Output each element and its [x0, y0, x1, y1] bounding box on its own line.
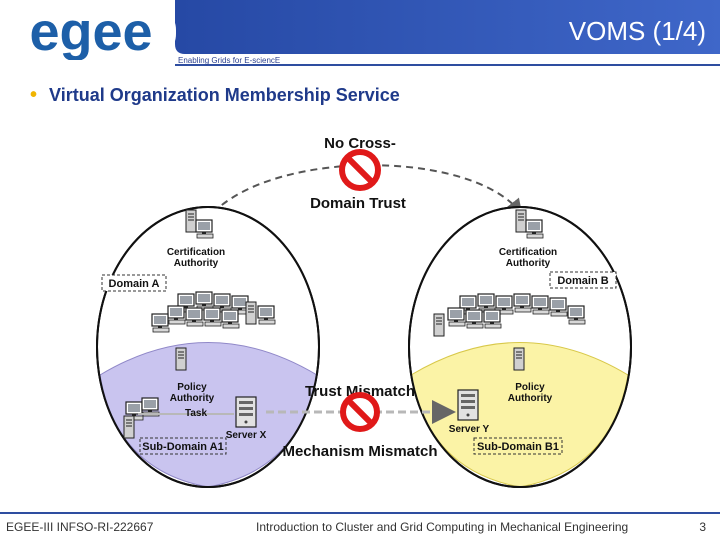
mechanism-mismatch-label: Mechanism Mismatch	[282, 443, 437, 460]
footer-page-number: 3	[699, 520, 706, 534]
domain-b-label: Domain B	[557, 275, 608, 287]
ca-tower-icon-b	[515, 209, 527, 233]
pc-icon	[447, 307, 466, 327]
tagline: Enabling Grids for E-sciencE	[178, 56, 281, 65]
pa-tower-icon-b	[513, 347, 525, 371]
pc-icon	[203, 307, 222, 327]
domain-a-box	[101, 274, 167, 292]
footer-project-id: EGEE-III INFSO-RI-222667	[6, 520, 154, 534]
sub-domain-a1-label: Sub-Domain A1	[142, 441, 224, 453]
pc-icon	[549, 297, 568, 317]
slide-title: VOMS (1/4)	[568, 16, 706, 46]
slide-header: egee Enabling Grids for E-sciencE VOMS (…	[0, 0, 720, 66]
sub-domain-b1-label: Sub-Domain B1	[477, 441, 559, 453]
pc-icon	[151, 313, 170, 333]
ca-a-line1: Certification	[167, 247, 225, 258]
pa-a-line1: Policy	[177, 382, 207, 393]
tower-icon	[123, 415, 135, 439]
trust-mismatch-label: Trust Mismatch	[305, 383, 415, 400]
pc-icon	[513, 293, 532, 313]
pc-icon	[531, 295, 550, 315]
pc-icon	[483, 309, 502, 329]
pc-icon	[195, 291, 214, 311]
tower-icon	[433, 313, 445, 337]
footer-course-title: Introduction to Cluster and Grid Computi…	[256, 520, 629, 534]
sub-domain-a1-box	[139, 437, 227, 455]
ca-b-line2: Authority	[506, 258, 551, 269]
slide-footer: EGEE-III INFSO-RI-222667 Introduction to…	[0, 512, 720, 540]
voms-diagram: No Cross- Domain Trust Certification Aut…	[96, 135, 632, 488]
pc-icon	[257, 305, 276, 325]
sub-domain-b1-box	[473, 437, 563, 455]
domain-a-label: Domain A	[109, 278, 160, 290]
bullet-icon: •	[30, 84, 38, 106]
pc-icon	[567, 305, 586, 325]
server-x-icon	[235, 396, 257, 428]
ca-a-line2: Authority	[174, 258, 219, 269]
pc-icon	[465, 309, 484, 329]
bullet-item: • Virtual Organization Membership Service	[30, 84, 400, 107]
bullet-text: Virtual Organization Membership Service	[49, 85, 400, 105]
footer-divider	[0, 512, 720, 514]
ca-tower-icon-a	[185, 209, 197, 233]
tower-icon	[245, 301, 257, 325]
pc-icon	[167, 305, 186, 325]
no-cross-label-line1: No Cross-	[324, 135, 396, 152]
pc-icon	[477, 293, 496, 313]
task-label: Task	[185, 408, 207, 419]
server-y-icon	[457, 389, 479, 421]
pa-b-line1: Policy	[515, 382, 545, 393]
pc-icon	[221, 309, 240, 329]
pc-icon	[185, 307, 204, 327]
no-trust-sign-icon	[339, 149, 381, 191]
domain-b-box	[549, 271, 617, 289]
pa-a-line2: Authority	[170, 393, 215, 404]
ca-monitor-icon-a	[195, 219, 214, 239]
header-band	[0, 0, 720, 66]
server-y-label: Server Y	[449, 424, 490, 435]
pa-tower-icon-a	[175, 347, 187, 371]
server-x-label: Server X	[226, 430, 267, 441]
ca-b-line1: Certification	[499, 247, 557, 258]
egee-logo: egee	[6, 4, 176, 60]
pa-b-line2: Authority	[508, 393, 553, 404]
ca-monitor-icon-b	[525, 219, 544, 239]
mismatch-sign-icon	[340, 392, 380, 432]
no-cross-label-line2: Domain Trust	[310, 195, 406, 212]
logo-text: egee	[29, 4, 152, 60]
